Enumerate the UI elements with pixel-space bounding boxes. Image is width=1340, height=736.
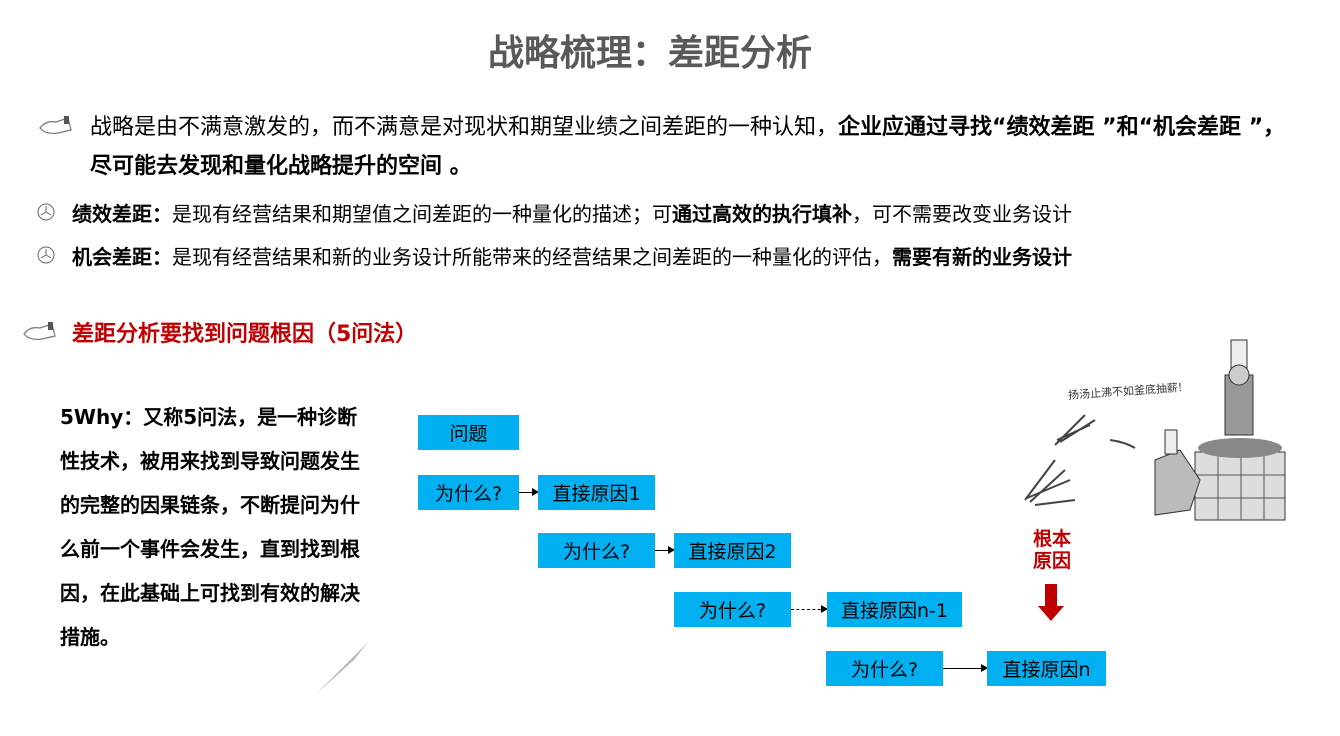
bullet-circle-icon (37, 203, 55, 221)
flow-box-why: 为什么? (418, 475, 519, 510)
pointing-hand-icon (23, 322, 56, 341)
intro-text: 战略是由不满意激发的，而不满意是对现状和期望业绩之间差距的一种认知， (90, 115, 839, 140)
decorative-triangle (316, 642, 368, 694)
bullet-tail: ，可不需要改变业务设计 (852, 202, 1072, 226)
five-why-description: 5Why：又称5问法，是一种诊断性技术，被用来找到导致问题发生的完整的因果链条，… (60, 405, 360, 649)
bullet-term: 绩效差距： (72, 202, 172, 226)
down-arrow-icon (1038, 584, 1064, 621)
root-cause-label: 根本原因 (1032, 528, 1071, 572)
intro-bold-text: 企业应通过寻找“绩效差距 ”和“机会差距 ”，尽可能去发现和量化战略提升的空间 … (90, 115, 1286, 179)
flow-arrow (519, 488, 539, 496)
flow-arrow (943, 664, 988, 672)
flow-box-why: 为什么? (826, 651, 943, 686)
bullet-circle-icon (37, 246, 55, 264)
flow-box-problem: 问题 (418, 415, 519, 450)
flow-box-why: 为什么? (538, 533, 655, 568)
flow-box-why: 为什么? (674, 592, 791, 627)
flow-arrow (655, 546, 675, 554)
bullet-term: 机会差距： (72, 245, 172, 269)
page-title: 战略梳理：差距分析 (487, 33, 812, 74)
flow-box-cause: 直接原因n-1 (827, 592, 962, 627)
pointing-hand-icon (39, 116, 72, 135)
flow-box-cause: 直接原因2 (674, 533, 791, 568)
section-heading: 差距分析要找到问题根因（5问法） (72, 322, 418, 347)
bullet-bold: 需要有新的业务设计 (892, 245, 1072, 269)
bullet-text: 是现有经营结果和新的业务设计所能带来的经营结果之间差距的一种量化的评估， (172, 245, 892, 269)
flow-box-cause: 直接原因n (987, 651, 1106, 686)
bullet-performance-gap: 绩效差距：是现有经营结果和期望值之间差距的一种量化的描述；可通过高效的执行填补，… (72, 198, 1072, 227)
intro-paragraph: 战略是由不满意激发的，而不满意是对现状和期望业绩之间差距的一种认知，企业应通过寻… (90, 108, 1305, 186)
bullet-opportunity-gap: 机会差距：是现有经营结果和新的业务设计所能带来的经营结果之间差距的一种量化的评估… (72, 241, 1072, 270)
flow-box-cause: 直接原因1 (538, 475, 655, 510)
bullet-text: 是现有经营结果和期望值之间差距的一种量化的描述；可 (172, 202, 672, 226)
bullet-bold: 通过高效的执行填补 (672, 202, 852, 226)
chef-illustration (1024, 339, 1286, 521)
flow-arrow-dashed (791, 605, 828, 613)
